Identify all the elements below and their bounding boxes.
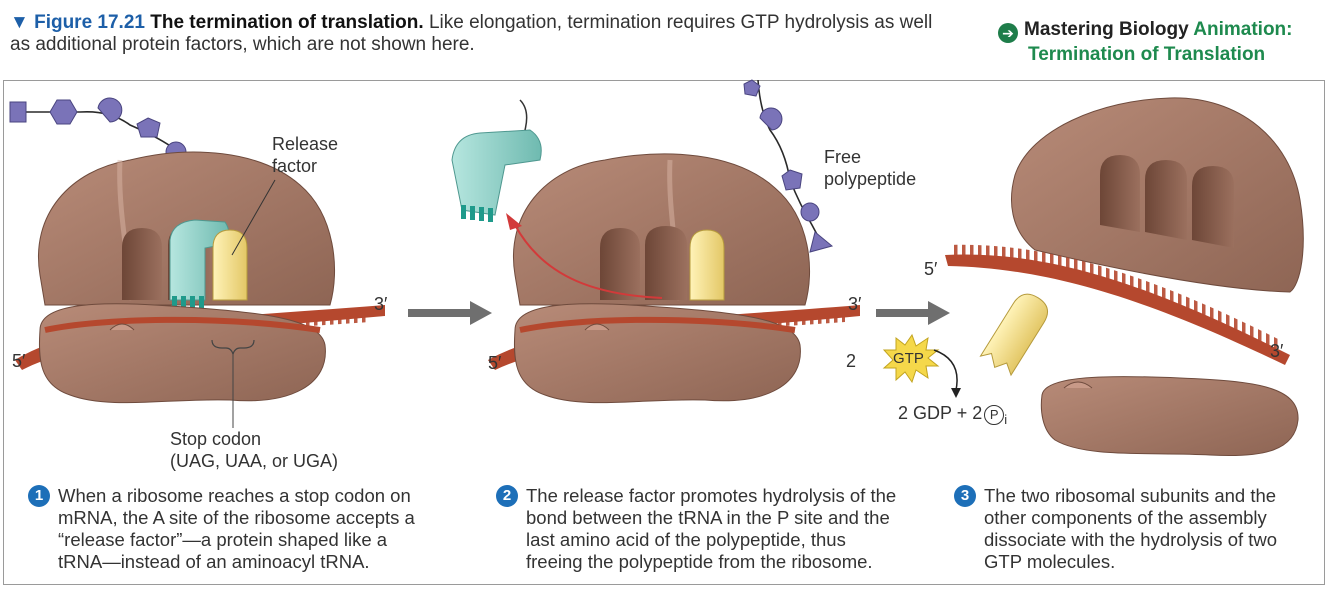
phosphate-icon: P — [984, 405, 1005, 425]
three-prime-label-2: 3′ — [848, 294, 862, 314]
step-3-number: 3 — [954, 485, 976, 507]
figure-caption: ▼ Figure 17.21 The termination of transl… — [10, 12, 940, 56]
trna — [212, 229, 248, 301]
amino-acid-square — [9, 101, 27, 123]
figure-number: ▼ Figure 17.21 — [10, 12, 145, 33]
three-prime-label-1: 3′ — [374, 294, 388, 314]
step-1: 1 When a ribosome reaches a stop codon o… — [28, 485, 415, 573]
gtp-burst — [882, 333, 940, 384]
step-1-number: 1 — [28, 485, 50, 507]
e-site — [122, 228, 162, 300]
figure-caption-text: Like elongation, termination requires GT… — [10, 12, 933, 55]
mastering-animation-title[interactable]: Termination of Translation — [1028, 44, 1266, 65]
five-prime-label-1: 5′ — [12, 351, 26, 371]
step-arrow-2 — [876, 301, 950, 325]
hydrolysis-arrow — [933, 349, 958, 391]
trna-2 — [689, 229, 725, 301]
panel-3 — [945, 97, 1304, 457]
diagram-frame — [3, 80, 1325, 585]
panel-1 — [9, 97, 385, 428]
release-arrow — [514, 224, 663, 299]
released-release-factor — [451, 129, 542, 216]
five-prime-label-3: 5′ — [924, 259, 938, 279]
ribosome-small-subunit-3 — [1040, 376, 1299, 457]
mastering-biology-link[interactable]: ➔ Mastering Biology Animation: Terminatio… — [998, 18, 1328, 67]
gtp-coefficient: 2 — [846, 351, 857, 371]
step-arrow-1 — [408, 301, 492, 325]
release-factor-leader — [231, 179, 276, 256]
amino-acid-pentagon — [136, 117, 161, 138]
free-trna — [979, 293, 1049, 377]
step-2-number: 2 — [496, 485, 518, 507]
three-prime-label-3: 3′ — [1270, 341, 1284, 361]
panel-2 — [451, 79, 860, 404]
mastering-kind: Animation: — [1193, 19, 1293, 40]
mastering-brand: Mastering Biology — [1024, 19, 1189, 40]
step-2: 2 The release factor promotes hydrolysis… — [496, 485, 896, 573]
figure-title: The termination of translation. — [150, 12, 424, 33]
mrna-strand-3 — [945, 254, 1290, 365]
amino-acid-crescent — [97, 97, 123, 123]
five-prime-label-2: 5′ — [488, 353, 502, 373]
amino-acid-hexagon — [49, 99, 78, 125]
arrow-right-circle-icon: ➔ — [998, 23, 1018, 43]
stop-codon-label: Stop codon(UAG, UAA, or UGA) — [170, 429, 339, 471]
gtp-label: GTP — [893, 350, 924, 367]
